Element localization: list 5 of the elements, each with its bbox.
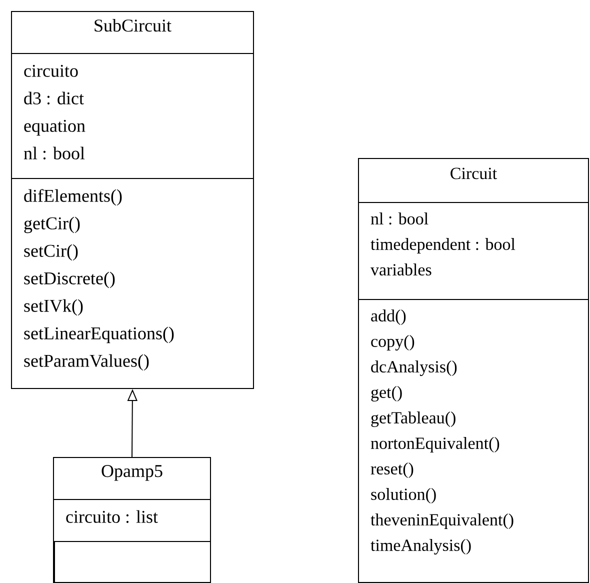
method-list: difElements() getCir() setCir() setDiscrete() setIVk() setLinearEquations() setParamValues() bbox=[11, 178, 254, 389]
method-list: add() copy() dcAnalysis() get() getTableau() nortonEquivalent() reset() solution() theveninEquivalent() timeAnalysis() bbox=[358, 299, 589, 583]
attribute-list: circuito : list bbox=[53, 499, 211, 542]
attribute-list: nl : bool timedependent : bool variables bbox=[358, 202, 589, 300]
attribute-list: circuito d3 : dict equation nl : bool bbox=[11, 53, 254, 179]
